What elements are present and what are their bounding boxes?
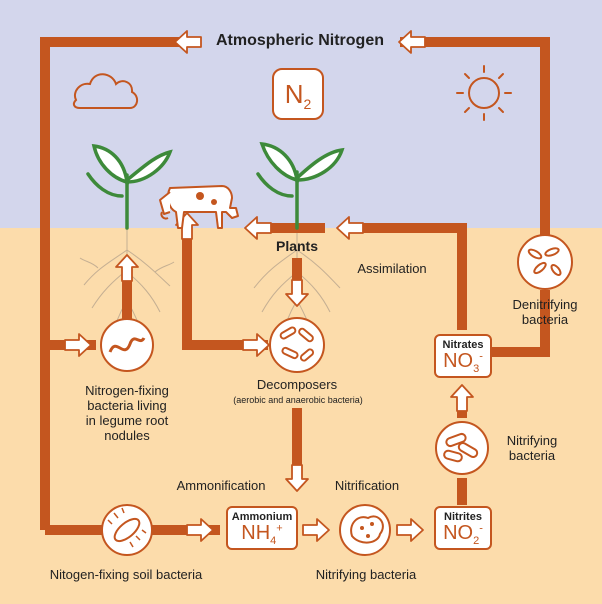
legume-line-2: bacteria living (87, 397, 167, 413)
ammonium-formula-base: NH (241, 522, 271, 544)
ammonium-box: Ammonium NH4+ (226, 506, 298, 550)
nitrifying-right-line-1: Nitrifying (506, 433, 558, 448)
plants-label: Plants (275, 238, 318, 254)
legume-line-1: Nitrogen-fixing (85, 383, 169, 398)
plant-icon (86, 141, 345, 230)
bacteria-icon (435, 421, 489, 475)
decomposers-label: Decomposers (256, 377, 338, 392)
legume-bacteria-label: Nitrogen-fixing bacteria living in legum… (72, 383, 182, 444)
legume-line-4: nodules (104, 427, 150, 443)
nitrates-box: Nitrates NO3- (434, 334, 492, 378)
bacteria-icon (100, 318, 154, 372)
ammonium-formula: NH4+ (228, 523, 296, 548)
nitrifying-bottom-label: Nitrifying bacteria (315, 567, 417, 582)
nitrites-name: Nitrites (444, 511, 482, 523)
denitrifying-label: Denitrifying bacteria (495, 297, 595, 328)
cloud-icon (72, 73, 138, 109)
n2-box: N2 (272, 68, 324, 120)
nitrites-subscript: 2 (473, 535, 480, 547)
denitrifying-line-2: bacteria (521, 311, 569, 327)
decomposers-sublabel: (aerobic and anaerobic bacteria) (233, 395, 363, 405)
bacteria-icon (517, 234, 573, 290)
bacteria-icon (101, 504, 153, 556)
n2-symbol: N (284, 79, 304, 109)
ammonium-charge: + (276, 522, 283, 535)
nitrates-charge: - (479, 350, 483, 363)
bacteria-icon (269, 317, 325, 373)
sun-icon (456, 65, 512, 121)
nitrates-formula-base: NO (443, 350, 474, 372)
nitrates-formula: NO3- (436, 351, 490, 376)
assimilation-label: Assimilation (357, 261, 427, 276)
nitrification-label: Nitrification (334, 478, 400, 493)
nitrates-name: Nitrates (442, 339, 484, 351)
nitrifying-right-line-2: bacteria (508, 447, 556, 463)
ammonification-label: Ammonification (176, 478, 266, 493)
nitrites-formula-base: NO (443, 522, 474, 544)
nitrites-formula: NO2- (436, 523, 490, 548)
ammonium-subscript: 4 (270, 535, 277, 547)
denitrifying-line-1: Denitrifying (512, 297, 578, 312)
n2-subscript: 2 (303, 96, 312, 113)
nitrites-box: Nitrites NO2- (434, 506, 492, 550)
nitrifying-right-label: Nitrifying bacteria (492, 433, 572, 464)
nitrates-subscript: 3 (473, 363, 480, 375)
ammonium-name: Ammonium (231, 511, 293, 523)
cycle-pipes (40, 37, 550, 535)
title: Atmospheric Nitrogen (215, 32, 384, 49)
soil-bacteria-label: Nitogen-fixing soil bacteria (49, 567, 203, 582)
legume-line-3: in legume root (85, 412, 169, 428)
nitrites-charge: - (479, 522, 483, 535)
bacteria-icon (339, 504, 391, 556)
cow-icon (159, 185, 239, 229)
